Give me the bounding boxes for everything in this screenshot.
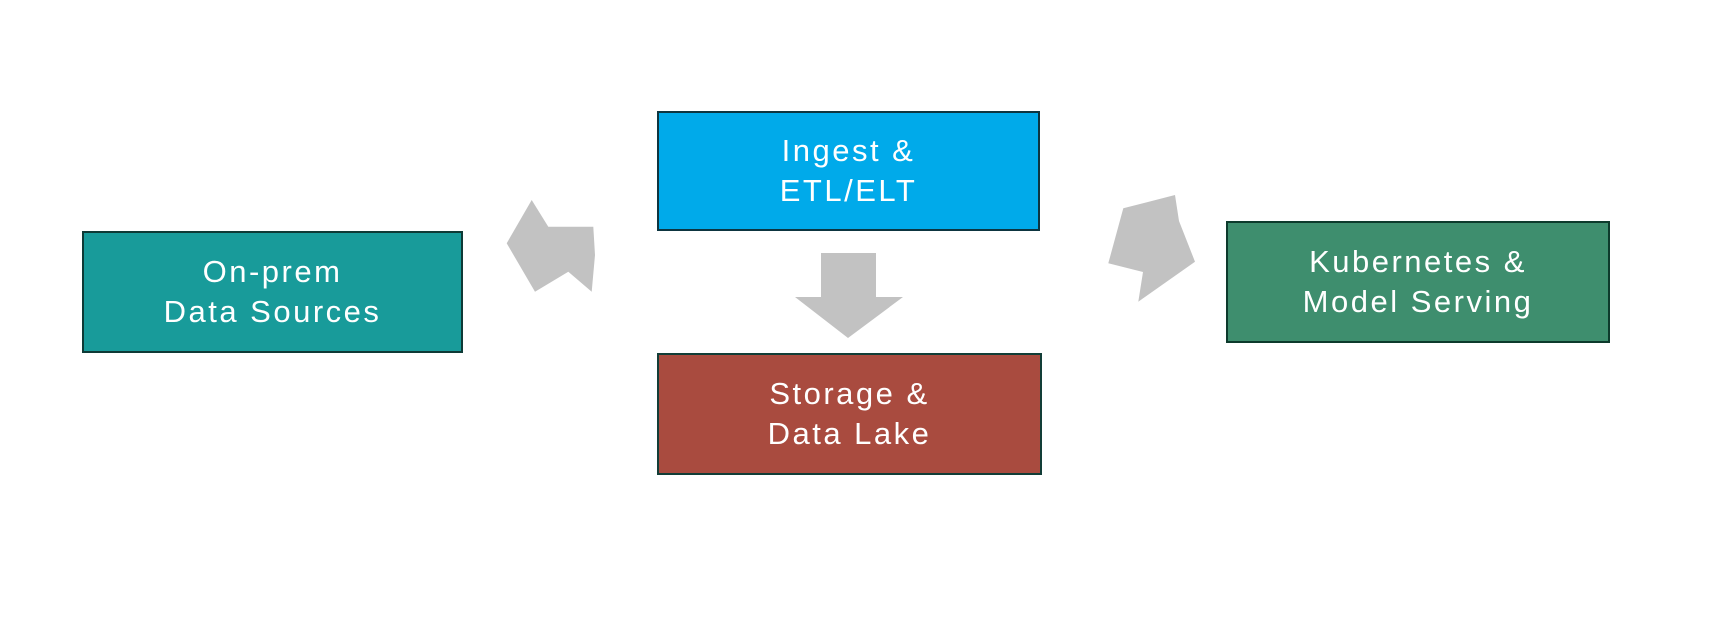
node-storage-data-lake: Storage & Data Lake [657,353,1042,475]
node-label-line: Data Sources [163,294,382,329]
node-label-line: Kubernetes & [1309,244,1527,279]
node-label-line: Storage & [769,376,930,411]
node-ingest-etl-elt: Ingest & ETL/ELT [657,111,1040,231]
node-label-line: On-prem [202,254,343,289]
node-label-line: ETL/ELT [779,173,918,208]
arrow-down-icon [795,253,903,338]
node-label-line: Ingest & [781,133,916,168]
arrow-up-right-icon [506,200,595,292]
node-on-prem-data-sources: On-prem Data Sources [82,231,463,353]
node-label-line: Model Serving [1302,284,1534,319]
arrow-down-right-icon [1108,195,1195,302]
node-label-line: Data Lake [767,416,932,451]
node-kubernetes-model-serving: Kubernetes & Model Serving [1226,221,1610,343]
